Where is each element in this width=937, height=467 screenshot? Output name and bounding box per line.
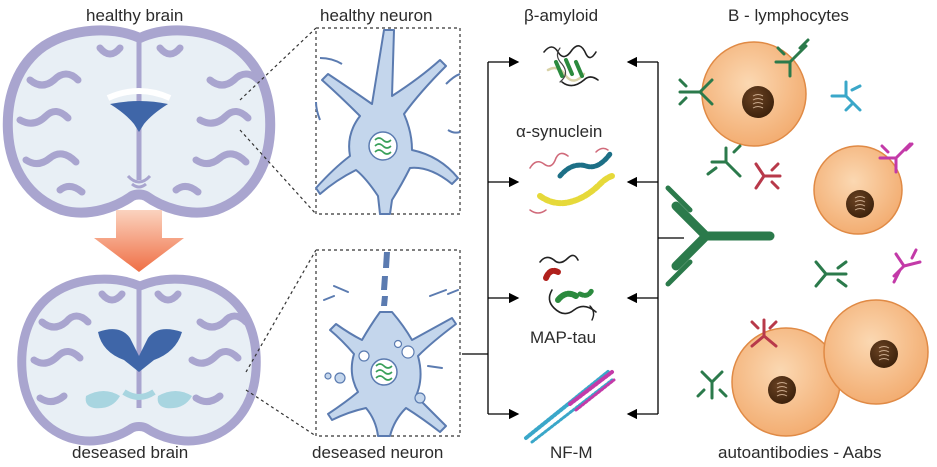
label-map-tau: MAP-tau — [530, 328, 597, 347]
antibody-small-green-2 — [774, 38, 810, 78]
antibody-small-red-2 — [750, 318, 778, 348]
antibody-small-teal-1 — [830, 80, 862, 112]
healthy-neuron-panel — [315, 27, 461, 215]
deseased-neuron-panel — [315, 249, 461, 437]
deseased-neuron-vacuole-2 — [401, 345, 415, 359]
healthy-neuron-dna — [374, 137, 392, 155]
label-autoantibodies: autoantibodies - Aabs — [718, 443, 882, 462]
b-lymphocyte-2 — [813, 145, 903, 235]
deseased-neuron-blob-1 — [334, 372, 346, 384]
beta-amyloid-structure — [543, 45, 599, 87]
zoom-lines — [239, 27, 317, 437]
healthy-neuron-dendrites — [315, 57, 461, 134]
nf-m-structure — [524, 370, 616, 444]
deseased-brain-illustration — [17, 274, 261, 446]
antibody-small-magenta-1 — [878, 142, 914, 174]
deseased-ventricle-enlarged — [98, 329, 182, 372]
map-tau-structure — [539, 254, 597, 321]
antibody-small-magenta-2 — [892, 248, 922, 284]
antibody-small-red-1 — [754, 162, 782, 190]
deseased-hippocampus-left — [85, 391, 120, 409]
healthy-brain-illustration — [2, 25, 276, 218]
b-lymphocyte-1 — [701, 41, 807, 147]
deseased-neuron-blob-2 — [324, 372, 332, 380]
alpha-synuclein-structure — [529, 147, 615, 214]
deseased-hippocampus-right — [157, 391, 192, 409]
deseased-neuron-broken-dendrites — [323, 285, 459, 369]
label-alpha-synuclein: α-synuclein — [516, 122, 603, 141]
healthy-neuron-body — [315, 29, 459, 215]
deseased-brain-gyri — [30, 290, 250, 405]
deseased-neuron-vacuole-1 — [358, 350, 370, 362]
antibody-small-green-5 — [696, 370, 728, 400]
label-beta-amyloid: β-amyloid — [524, 6, 599, 25]
deseased-neuron-blob-3 — [414, 392, 426, 404]
label-deseased-brain: deseased brain — [72, 443, 189, 462]
healthy-brain-gyri — [16, 44, 262, 196]
deseased-neuron-dna — [375, 363, 393, 381]
label-nf-m: NF-M — [550, 443, 593, 462]
antibody-small-green-4 — [814, 260, 848, 288]
deseased-brainstem — [122, 389, 156, 400]
deseased-neuron-vacuole-3 — [393, 339, 403, 349]
label-deseased-neuron: deseased neuron — [312, 443, 444, 462]
label-b-lymphocytes: B - lymphocytes — [728, 6, 849, 25]
progression-down-arrow — [94, 210, 184, 272]
label-healthy-brain: healthy brain — [86, 6, 184, 25]
label-healthy-neuron: healthy neuron — [320, 6, 433, 25]
deseased-neuron-axon-fragments — [381, 252, 390, 306]
b-lymphocyte-4 — [823, 299, 929, 405]
antibody-small-green-3 — [706, 144, 742, 178]
antibody-large — [665, 185, 775, 287]
healthy-ventricle — [110, 101, 168, 132]
healthy-brainstem — [126, 174, 152, 189]
connector-lines — [462, 56, 684, 420]
healthy-brain-corpus — [106, 88, 172, 101]
b-lymphocyte-3 — [731, 327, 841, 437]
antibody-small-green-1 — [678, 78, 714, 106]
